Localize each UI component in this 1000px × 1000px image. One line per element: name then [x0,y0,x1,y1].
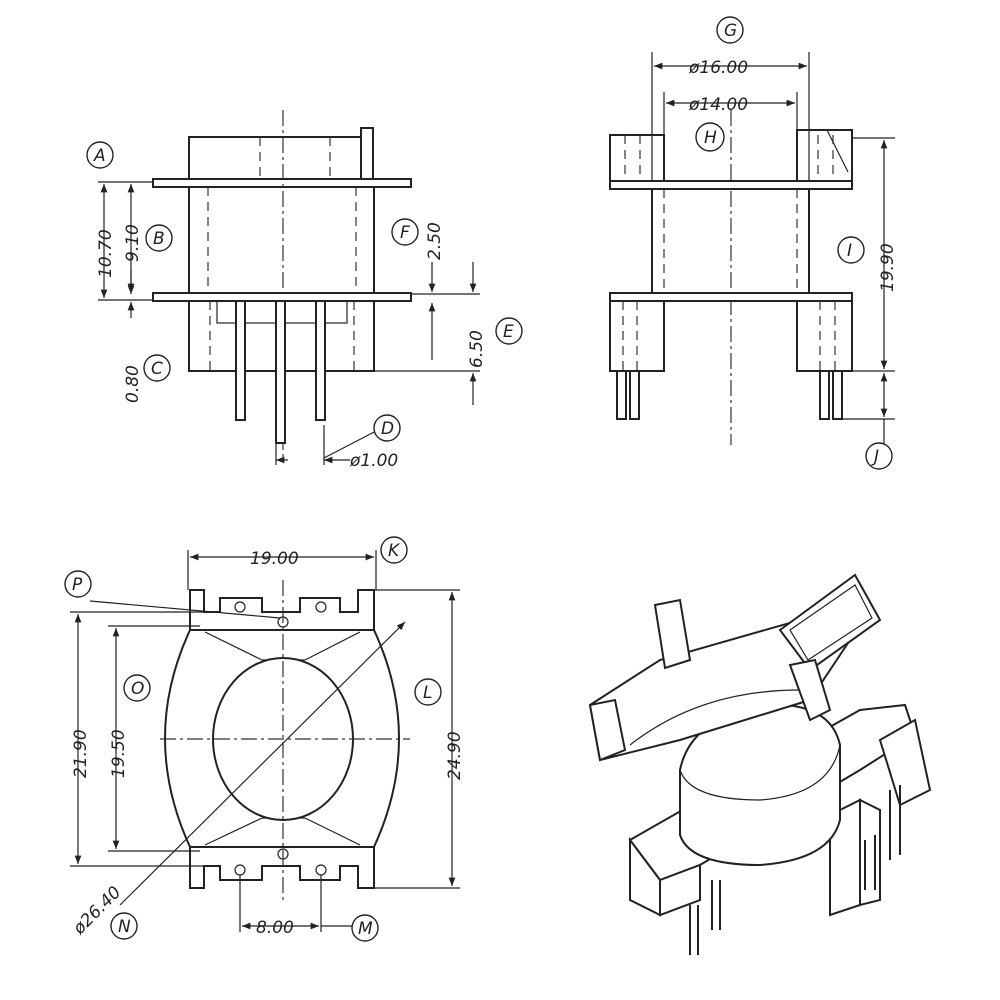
svg-text:F: F [400,223,410,243]
dim-10-70: 10.70 [96,229,116,278]
dim-pin-diameter: ø1.00 [349,451,398,471]
svg-text:I: I [847,241,852,261]
svg-text:K: K [388,541,401,561]
dim-8-00: 8.00 [256,918,294,938]
callout-d: D [373,414,401,442]
callout-o: O [123,674,151,702]
dim-16-00: ø16.00 [688,58,748,78]
svg-text:M: M [358,919,373,939]
svg-text:B: B [153,229,165,249]
top-view: 19.00 21.90 19.50 24.90 ø26.40 8.00 K L … [64,536,465,942]
svg-text:G: G [724,21,737,41]
front-view: 10.70 9.10 0.80 2.50 6.50 ø1.00 A B C D … [86,110,523,471]
svg-text:P: P [72,575,83,595]
callout-p: P [64,570,92,598]
side-view: ø16.00 ø14.00 19.90 G H I J [609,16,898,470]
callout-g: G [716,16,744,44]
callout-e: E [495,317,523,345]
svg-text:O: O [131,679,144,699]
dim-19-90: 19.90 [878,243,898,292]
dim-6-50: 6.50 [467,330,487,368]
callout-a: A [86,141,114,169]
svg-text:L: L [423,683,432,703]
callout-k: K [380,536,408,564]
dim-14-00: ø14.00 [688,95,748,115]
callout-n: N [110,912,138,940]
dim-0-80: 0.80 [123,365,143,403]
svg-text:A: A [93,146,106,166]
callout-i: I [837,236,865,264]
dim-2-50: 2.50 [425,222,445,260]
callout-c: C [143,354,171,382]
callout-l: L [414,678,442,706]
callout-m: M [351,914,379,942]
svg-text:E: E [503,322,514,342]
callout-b: B [145,224,173,252]
svg-text:D: D [381,419,394,439]
dim-21-90: 21.90 [71,729,91,778]
svg-text:C: C [151,359,163,379]
dim-24-90: 24.90 [445,731,465,780]
callout-h: H [695,122,725,152]
svg-text:J: J [871,447,879,467]
dim-19-00: 19.00 [250,549,299,569]
svg-text:N: N [118,917,131,937]
dim-9-10: 9.10 [123,224,143,262]
dim-19-50: 19.50 [109,729,129,778]
callout-f: F [391,218,419,246]
svg-text:H: H [704,128,717,148]
isometric-view [588,573,932,955]
callout-j: J [865,442,893,470]
